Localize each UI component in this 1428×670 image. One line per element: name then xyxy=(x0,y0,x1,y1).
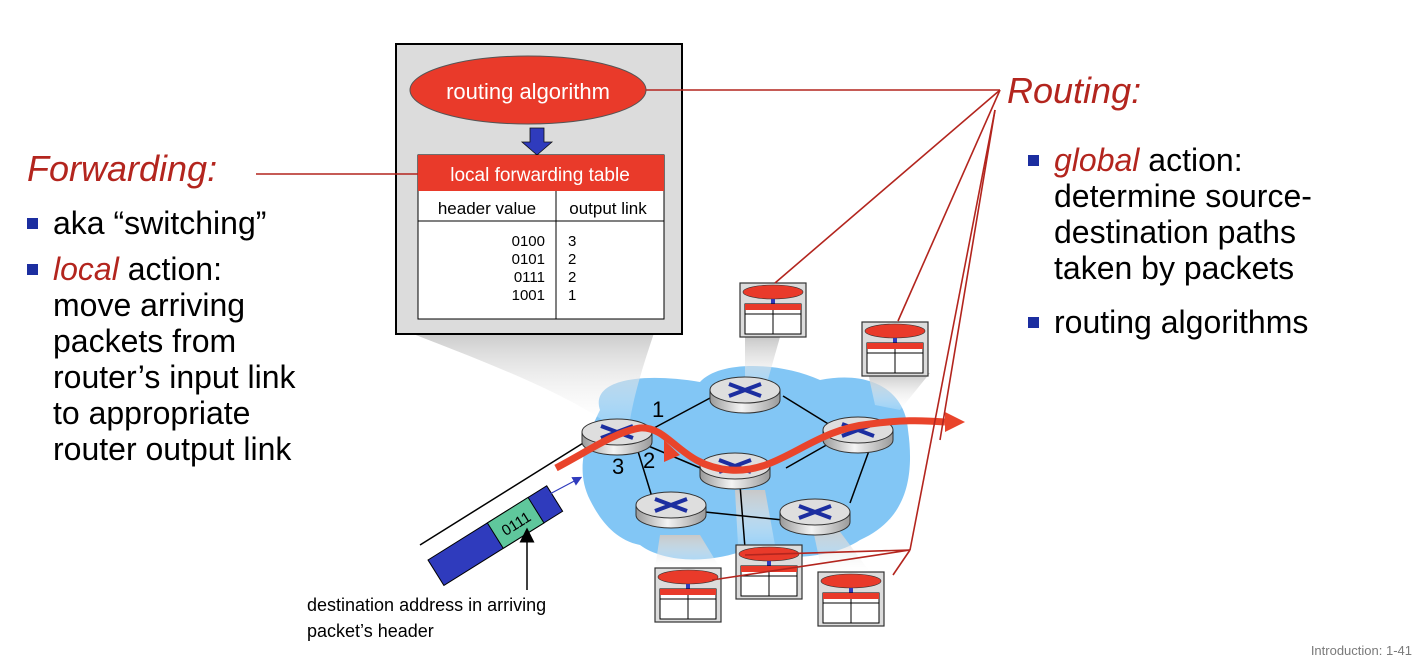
caption-line: packet’s header xyxy=(307,621,434,641)
link-1 xyxy=(653,396,713,429)
row-header-value: 1001 xyxy=(512,287,545,304)
link-label-2: 2 xyxy=(643,448,655,473)
mini-table-shadow xyxy=(655,535,720,568)
router-detail-panel: routing algorithm local forwarding table… xyxy=(395,43,683,335)
row-header-value: 0101 xyxy=(512,251,545,268)
routing-algorithm-label: routing algorithm xyxy=(446,79,610,104)
routing-bullet-1: global action: determine source- destina… xyxy=(1028,142,1312,286)
route-path-arrowhead xyxy=(945,412,965,432)
link xyxy=(785,442,831,469)
bullet-text: routing algorithms xyxy=(1054,304,1309,340)
mini-forwarding-table-icon xyxy=(861,321,929,377)
mini-forwarding-table-icon xyxy=(654,567,722,623)
forwarding-bullet-2: local action: move arriving packets from… xyxy=(27,251,296,467)
bullet-line: move arriving xyxy=(53,287,246,323)
bullet-square-icon xyxy=(27,264,38,275)
column-output-link: output link xyxy=(569,199,647,218)
bullet-square-icon xyxy=(1028,155,1039,166)
row-output-link: 3 xyxy=(568,233,576,250)
routing-bullets: global action: determine source- destina… xyxy=(1028,142,1312,350)
bullet-emphasis: local xyxy=(53,251,119,287)
bullet-emphasis: global xyxy=(1054,142,1140,178)
bullet-line: determine source- xyxy=(1054,178,1312,214)
caption-line: destination address in arriving xyxy=(307,595,547,615)
bullet-text: action: xyxy=(1139,142,1243,178)
link-2 xyxy=(645,444,706,471)
link-label-1: 1 xyxy=(652,397,664,422)
link xyxy=(739,484,746,549)
bullet-line: router output link xyxy=(53,431,292,467)
algorithm-to-table-arrow xyxy=(520,127,554,156)
mini-table-shadow xyxy=(868,373,930,410)
input-link xyxy=(419,439,589,546)
row-output-link: 2 xyxy=(568,251,576,268)
forwarding-bullet-1: aka “switching” xyxy=(27,205,296,241)
column-header-value: header value xyxy=(438,199,536,218)
route-path-mid-arrowhead xyxy=(664,440,680,462)
mini-forwarding-table-icon xyxy=(739,282,807,338)
bullet-line: destination paths xyxy=(1054,214,1296,250)
row-header-value: 0100 xyxy=(512,233,545,250)
routing-connector-lines xyxy=(646,89,1001,581)
mini-table-shadow xyxy=(812,525,870,572)
link xyxy=(849,447,871,504)
router-icon xyxy=(635,491,707,529)
bullet-line: taken by packets xyxy=(1054,250,1295,286)
bullet-line: packets from xyxy=(53,323,237,359)
link-3 xyxy=(636,447,653,498)
forwarding-table-title-bar xyxy=(418,155,664,191)
link xyxy=(782,395,831,426)
router-icon xyxy=(581,418,653,456)
panel-zoom-shadow xyxy=(403,330,655,425)
forwarding-table-row: 0101 2 xyxy=(512,251,577,268)
routing-heading: Routing: xyxy=(1007,70,1142,111)
forwarding-table-title: local forwarding table xyxy=(450,165,630,186)
route-path xyxy=(554,417,946,474)
mini-forwarding-table-icon xyxy=(817,571,885,627)
slide-footer: Introduction: 1-41 xyxy=(1310,643,1412,658)
link-label-3: 3 xyxy=(612,454,624,479)
packet-header-caption: destination address in arriving packet’s… xyxy=(307,592,546,644)
forwarding-table-row: 1001 1 xyxy=(512,287,577,304)
bullet-text: action: xyxy=(118,251,222,287)
forwarding-table-row: 0100 3 xyxy=(512,233,577,250)
packet-direction-arrow xyxy=(545,476,583,497)
bullet-square-icon xyxy=(27,218,38,229)
forwarding-table-rows: 0100 3 0101 2 0111 2 1001 1 xyxy=(512,233,577,304)
row-output-link: 1 xyxy=(568,287,576,304)
network-links xyxy=(419,395,871,549)
bullet-text: aka “switching” xyxy=(53,205,267,241)
row-output-link: 2 xyxy=(568,269,576,286)
forwarding-heading: Forwarding: xyxy=(27,148,218,189)
bullet-line: router’s input link xyxy=(53,359,296,395)
router-icon xyxy=(779,498,851,536)
forwarding-bullets: aka “switching” local action: move arriv… xyxy=(27,205,296,477)
link xyxy=(704,511,784,521)
bullet-square-icon xyxy=(1028,317,1039,328)
bullet-line: to appropriate xyxy=(53,395,251,431)
router-icon xyxy=(709,376,781,414)
routing-bullet-2: routing algorithms xyxy=(1028,304,1312,340)
row-header-value: 0111 xyxy=(514,269,545,286)
forwarding-table-row: 0111 2 xyxy=(514,269,577,286)
packet: 0111 xyxy=(427,485,564,587)
